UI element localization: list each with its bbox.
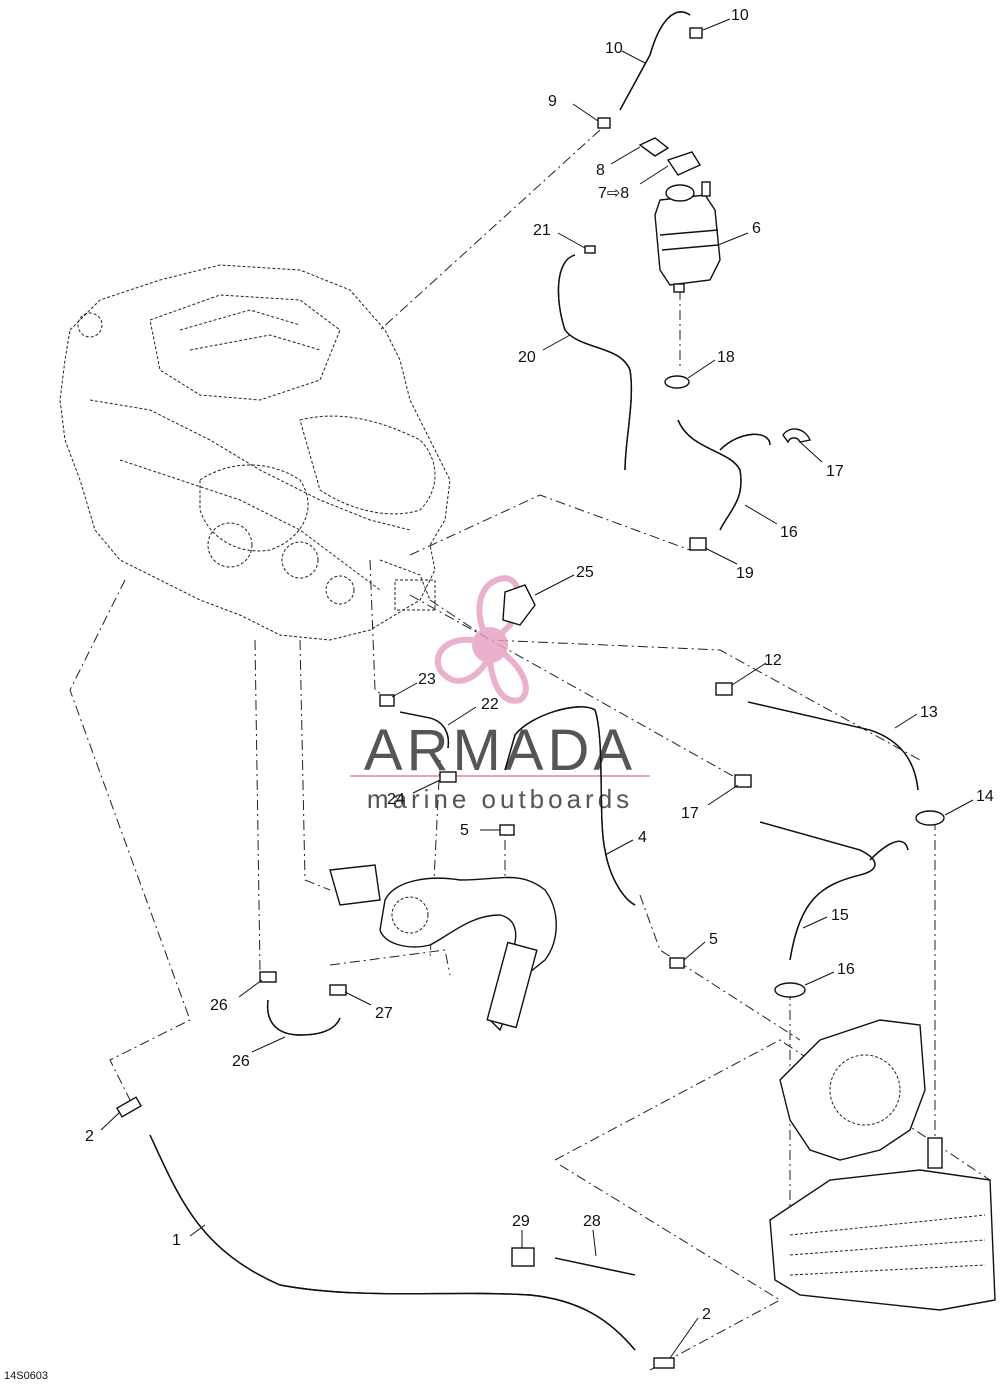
hose-14-part <box>759 821 909 961</box>
fitting-2b-part <box>653 1357 675 1369</box>
armada-watermark: ARMADA marine outboards <box>350 574 650 814</box>
callout-labels: 10 10 9 8 7⇨8 6 21 20 18 17 16 19 25 12 … <box>85 7 994 1323</box>
coolant-reservoir-part <box>654 181 721 293</box>
callout-1: 1 <box>172 1232 181 1249</box>
hose-11-part <box>747 701 919 791</box>
callout-24-top: 23 <box>418 671 436 688</box>
overflow-hose-21-part <box>557 254 633 471</box>
clamp-24b-part <box>439 771 457 783</box>
callout-20: 19 <box>736 565 754 582</box>
callout-5-top: 5 <box>460 822 469 839</box>
clamp-26b-part <box>329 984 347 996</box>
fitting-2a-part <box>116 1096 142 1118</box>
callout-27: 25 <box>576 564 594 581</box>
callout-29: 29 <box>512 1213 530 1230</box>
drawing-code: 14S0603 <box>4 1370 48 1382</box>
callout-26-left: 26 <box>210 997 228 1014</box>
callout-24-bottom: 24 <box>387 791 405 808</box>
callout-10-left: 9 <box>548 93 557 110</box>
clamp-10b-part <box>597 117 611 129</box>
clamp-12-part <box>915 810 945 826</box>
callout-2-bottom: 2 <box>702 1306 711 1323</box>
jet-pump-housing-part <box>769 1019 996 1311</box>
engine-block <box>59 264 451 641</box>
callout-26-right: 27 <box>375 1005 393 1022</box>
hose-25-part <box>266 999 341 1036</box>
leader-lines <box>100 18 974 1359</box>
clamp-20-part <box>689 537 707 551</box>
clip-22-part <box>584 245 596 254</box>
clamp-5b-part <box>669 957 685 969</box>
callout-17: 16 <box>780 524 798 541</box>
callout-2-top: 2 <box>85 1128 94 1145</box>
hose-28-part <box>554 1257 636 1276</box>
callout-16: 17 <box>681 805 699 822</box>
clip-18-part <box>782 428 811 444</box>
vent-hose-9-part <box>619 11 691 111</box>
callout-14: 15 <box>831 907 849 924</box>
hose-4-part <box>504 706 636 906</box>
sleeve-29-part <box>511 1247 535 1267</box>
clamp-10a-part <box>689 27 703 39</box>
callout-8: 8 <box>596 162 605 179</box>
callout-21: 20 <box>518 349 536 366</box>
callout-12: 14 <box>976 788 994 805</box>
clamp-5a-part <box>499 824 515 836</box>
callout-25: 26 <box>232 1053 250 1070</box>
hose-17-part <box>677 419 771 531</box>
callout-13: 12 <box>764 652 782 669</box>
exhaust-pipe-assembly-part <box>329 864 557 1032</box>
callout-7-8: 7⇨8 <box>598 185 629 202</box>
callout-11: 13 <box>920 704 938 721</box>
reservoir-cap-part <box>666 151 702 176</box>
callout-10-top: 10 <box>731 7 749 24</box>
clamp-15-part <box>774 982 806 998</box>
clamp-19-part <box>664 375 690 389</box>
callout-23: 22 <box>481 696 499 713</box>
cap-gasket-part <box>638 137 670 157</box>
hose-23-part <box>399 711 450 749</box>
watermark-brand: ARMADA <box>364 718 636 783</box>
hose-1-part <box>149 1134 636 1351</box>
clamp-13-part <box>715 682 733 696</box>
callout-5-bottom: 5 <box>709 931 718 948</box>
clamp-24a-part <box>379 694 395 707</box>
callout-22: 21 <box>533 222 551 239</box>
watermark-tagline: marine outboards <box>367 784 633 814</box>
callout-18: 17 <box>826 463 844 480</box>
callout-28: 28 <box>583 1213 601 1230</box>
callout-6: 6 <box>752 220 761 237</box>
callout-9: 10 <box>605 40 623 57</box>
clamp-26a-part <box>259 971 277 983</box>
callout-19: 18 <box>717 349 735 366</box>
callout-15: 16 <box>837 961 855 978</box>
clamp-16-part <box>734 774 752 788</box>
gasket-27-part <box>502 584 536 626</box>
callout-4: 4 <box>638 829 647 846</box>
